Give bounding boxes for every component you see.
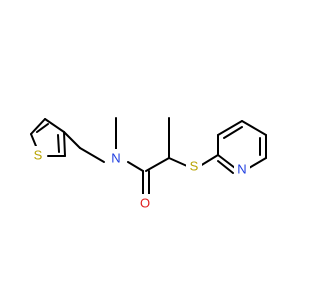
- bond-thiophene-c4-c5-double: [57, 134, 60, 153]
- bond-lines: [30, 117, 267, 195]
- bond-ch2-n: [79, 147, 105, 163]
- atom-s-thiophene: S: [34, 148, 43, 163]
- atom-n-pyridine: N: [237, 162, 246, 177]
- bond-pyr-c3-c4-double: [223, 126, 243, 139]
- bond-pyr-n-c2: [217, 154, 236, 169]
- bond-thiophene-ch2: [63, 131, 81, 149]
- bond-pyr-c4-c5: [241, 120, 267, 136]
- bond-pyr-c6-n: [248, 157, 267, 169]
- bond-s-pyridine: [199, 154, 219, 167]
- bond-carbonyl-alpha: [145, 157, 170, 172]
- bond-thiophene-c4-c5: [63, 131, 66, 157]
- molecule-structure: S N S O N: [30, 117, 267, 212]
- bond-alpha-s: [168, 157, 188, 167]
- atom-o-carbonyl: O: [140, 196, 150, 211]
- atom-s-thioether: S: [190, 159, 199, 174]
- bond-thiophene-c3-c4: [44, 118, 65, 133]
- bond-thiophene-c2-c3-double: [36, 123, 49, 133]
- bond-thiophene-c2-c3: [30, 118, 46, 135]
- bond-n-carbonyl-c: [127, 161, 144, 172]
- atom-n-amide: N: [111, 151, 120, 166]
- bond-pyr-n-c2-double: [217, 160, 234, 174]
- atom-labels: S N S O N: [30, 146, 250, 212]
- bond-pyr-c3-c4: [217, 120, 243, 136]
